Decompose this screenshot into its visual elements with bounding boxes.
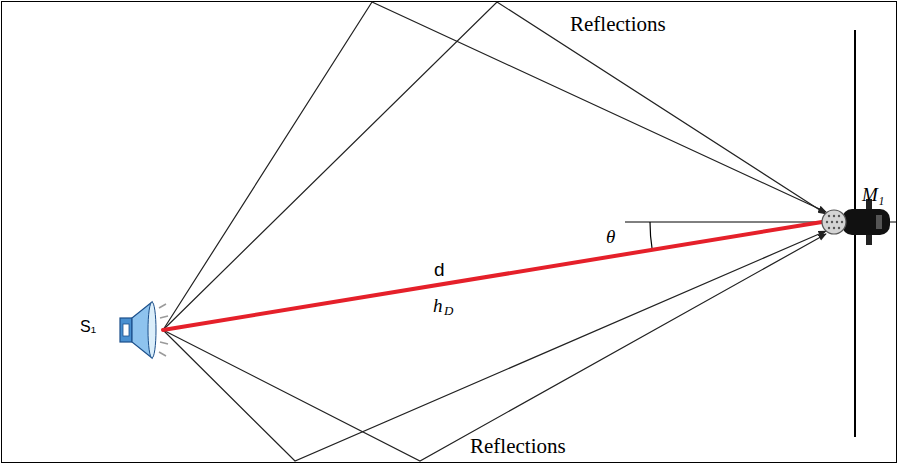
sound-line: [160, 316, 168, 318]
sound-line: [160, 342, 168, 344]
mesh-dot: [831, 221, 833, 223]
speaker-symbol: [120, 302, 168, 358]
reflection-paths: [163, 2, 826, 461]
reflection-ray: [163, 231, 826, 461]
mesh-dot: [841, 221, 843, 223]
microphone-symbol: [822, 199, 890, 245]
mesh-dot: [826, 221, 828, 223]
mic-knob: [866, 234, 872, 245]
speaker-body: [120, 318, 132, 342]
distance-label: d: [434, 259, 445, 281]
mic-detail: [876, 215, 882, 229]
angle-arc: [650, 222, 652, 251]
path-subscript: D: [444, 304, 453, 319]
mesh-dot: [836, 221, 838, 223]
region-label: Reflections: [470, 434, 566, 458]
mesh-dot: [833, 215, 835, 217]
reflection-ray: [163, 234, 826, 461]
speaker-rim: [148, 302, 156, 358]
mic-body: [842, 209, 890, 235]
sound-line: [159, 352, 166, 356]
microphone-label: M₁: [862, 184, 884, 206]
mic-head: [822, 210, 846, 234]
reflection-ray: [163, 2, 826, 330]
speaker-detail: [123, 324, 129, 336]
direct-path: [163, 222, 822, 330]
region-label: Reflections: [570, 12, 666, 36]
sound-lines: [159, 304, 168, 356]
sound-line: [159, 304, 166, 308]
mesh-dot: [828, 227, 830, 229]
path-symbol: h: [433, 295, 443, 317]
mic-mesh: [826, 215, 843, 229]
mesh-dot: [828, 215, 830, 217]
reflection-ray: [163, 2, 826, 330]
mesh-dot: [833, 227, 835, 229]
mesh-dot: [838, 227, 840, 229]
mesh-dot: [838, 215, 840, 217]
source-label: S₁: [80, 318, 96, 336]
angle-label: θ: [606, 226, 615, 248]
